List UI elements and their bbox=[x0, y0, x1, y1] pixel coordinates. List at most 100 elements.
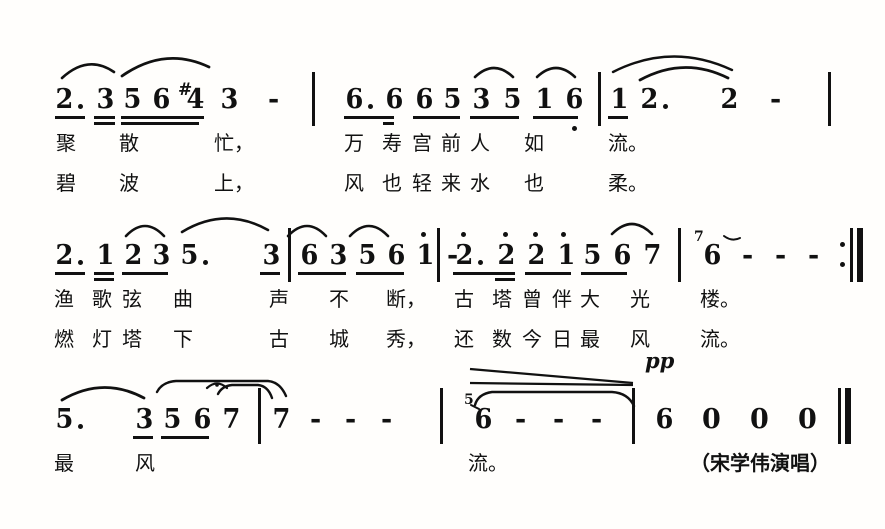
notes-row-2: 2 1 2 3 5 3 6 3 5 6 1 - bbox=[0, 228, 885, 294]
note: 7 bbox=[643, 240, 661, 271]
lyric-syllable: 日 bbox=[552, 327, 572, 351]
note: 3 bbox=[135, 404, 153, 435]
beam bbox=[55, 116, 85, 119]
lyric-syllable: 散 bbox=[119, 131, 139, 155]
lyric-syllable: 大 bbox=[580, 287, 600, 311]
note: 2 bbox=[455, 240, 473, 271]
sustain-dash: - bbox=[775, 240, 787, 271]
lyric-syllable: 灯 bbox=[92, 327, 112, 351]
lyric-syllable: 轻 bbox=[412, 171, 432, 195]
barline bbox=[828, 72, 831, 126]
note: 2 bbox=[55, 84, 73, 115]
notes-row-3: 5 3 5 6 7 7 - - - 5 6 - - - pp 6 0 bbox=[0, 350, 885, 458]
lyric-syllable: 楼。 bbox=[700, 287, 740, 311]
barline bbox=[288, 228, 291, 282]
system-1: 2 3 5 6 # 4 3 - 6 6 6 5 3 5 1 6 bbox=[0, 40, 885, 193]
beam bbox=[453, 272, 515, 275]
lyrics-line-2b: 燃 灯 塔 下 古 城 秀， 还 数 今 日 最 风 流。 bbox=[0, 329, 885, 359]
note: 6 bbox=[474, 404, 492, 435]
sustain-dash: - bbox=[553, 404, 565, 435]
note: 5 bbox=[443, 84, 461, 115]
lyric-syllable: 忙， bbox=[214, 131, 254, 155]
lyric-syllable: 今 bbox=[522, 327, 542, 351]
note: 6 bbox=[613, 240, 631, 271]
lyric-syllable: 风 bbox=[344, 171, 364, 195]
note: 1 bbox=[610, 84, 628, 115]
octave-dot-low bbox=[572, 126, 577, 131]
lyrics-line-1b: 碧 波 上， 风 也 轻 来 水 也 柔。 bbox=[0, 173, 885, 203]
lyric-syllable: 宫 bbox=[412, 131, 432, 155]
beam bbox=[533, 116, 578, 119]
note: 6 bbox=[415, 84, 433, 115]
note: 5 bbox=[163, 404, 181, 435]
lyric-syllable: 最 bbox=[54, 451, 74, 475]
lyric-syllable: 还 bbox=[454, 327, 474, 351]
dynamic-marking: pp bbox=[645, 348, 675, 373]
lyric-syllable: 波 bbox=[119, 171, 139, 195]
lyrics-line-2a: 渔 歌 弦 曲 声 不 断， 古 塔 曾 伴 大 光 楼。 bbox=[0, 289, 885, 319]
note: 5 bbox=[503, 84, 521, 115]
grace-note: 7 bbox=[694, 229, 704, 245]
beam bbox=[525, 272, 571, 275]
lyric-syllable: 来 bbox=[441, 171, 461, 195]
lyric-syllable: 流。 bbox=[608, 131, 648, 155]
beam bbox=[55, 272, 85, 275]
note: 1 bbox=[557, 240, 575, 271]
lyric-syllable: 最 bbox=[580, 327, 600, 351]
beam bbox=[581, 272, 627, 275]
beam bbox=[608, 116, 628, 119]
lyric-syllable: 塔 bbox=[122, 327, 142, 351]
augmentation-dot bbox=[368, 104, 373, 109]
beam bbox=[94, 122, 115, 125]
barline bbox=[678, 228, 681, 282]
performer-credit: （宋学伟演唱） bbox=[690, 451, 830, 475]
lyric-syllable: 伴 bbox=[552, 287, 572, 311]
augmentation-dot bbox=[478, 260, 483, 265]
beam bbox=[298, 272, 346, 275]
rest-zero: 0 bbox=[750, 404, 769, 435]
note: 6 bbox=[385, 84, 403, 115]
lyric-syllable: 风 bbox=[630, 327, 650, 351]
note: 3 bbox=[329, 240, 347, 271]
sustain-dash: - bbox=[268, 84, 280, 115]
note: 6 bbox=[387, 240, 405, 271]
note: 2 bbox=[720, 84, 738, 115]
lyric-syllable: 秀， bbox=[386, 327, 426, 351]
sustain-dash: - bbox=[515, 404, 527, 435]
note: 5 bbox=[358, 240, 376, 271]
lyric-syllable: 也 bbox=[382, 171, 402, 195]
augmentation-dot bbox=[78, 424, 83, 429]
accidental-sharp-icon: # bbox=[178, 80, 193, 100]
augmentation-dot bbox=[203, 260, 208, 265]
lyric-syllable: 万 bbox=[344, 131, 364, 155]
lyric-syllable: 声 bbox=[269, 287, 289, 311]
beam bbox=[133, 436, 153, 439]
barline bbox=[850, 228, 853, 282]
lyric-syllable: 弦 bbox=[122, 287, 142, 311]
lyric-syllable: 前 bbox=[441, 131, 461, 155]
lyrics-line-1a: 聚 散 忙， 万 寿 宫 前 人 如 流。 bbox=[0, 133, 885, 163]
repeat-dot bbox=[840, 242, 845, 247]
barline bbox=[440, 388, 443, 444]
lyric-syllable: 曲 bbox=[173, 287, 193, 311]
system-3: 5 3 5 6 7 7 - - - 5 6 - - - pp 6 0 bbox=[0, 350, 885, 480]
note: 2 bbox=[640, 84, 658, 115]
note: 3 bbox=[262, 240, 280, 271]
lyric-syllable: 数 bbox=[492, 327, 512, 351]
note: 1 bbox=[416, 240, 434, 271]
lyric-syllable: 柔。 bbox=[608, 171, 648, 195]
sustain-dash: - bbox=[447, 240, 459, 271]
lyric-syllable: 不 bbox=[329, 287, 349, 311]
sustain-dash: - bbox=[381, 404, 393, 435]
lyric-syllable: 曾 bbox=[522, 287, 542, 311]
beam bbox=[344, 116, 394, 119]
beam bbox=[470, 116, 519, 119]
octave-dot-high bbox=[421, 232, 426, 237]
note: 6 bbox=[193, 404, 211, 435]
beam bbox=[94, 278, 114, 281]
augmentation-dot bbox=[78, 260, 83, 265]
lyric-syllable: 上， bbox=[214, 171, 254, 195]
grace-note: 5 bbox=[464, 392, 474, 408]
note: 7 bbox=[222, 404, 240, 435]
